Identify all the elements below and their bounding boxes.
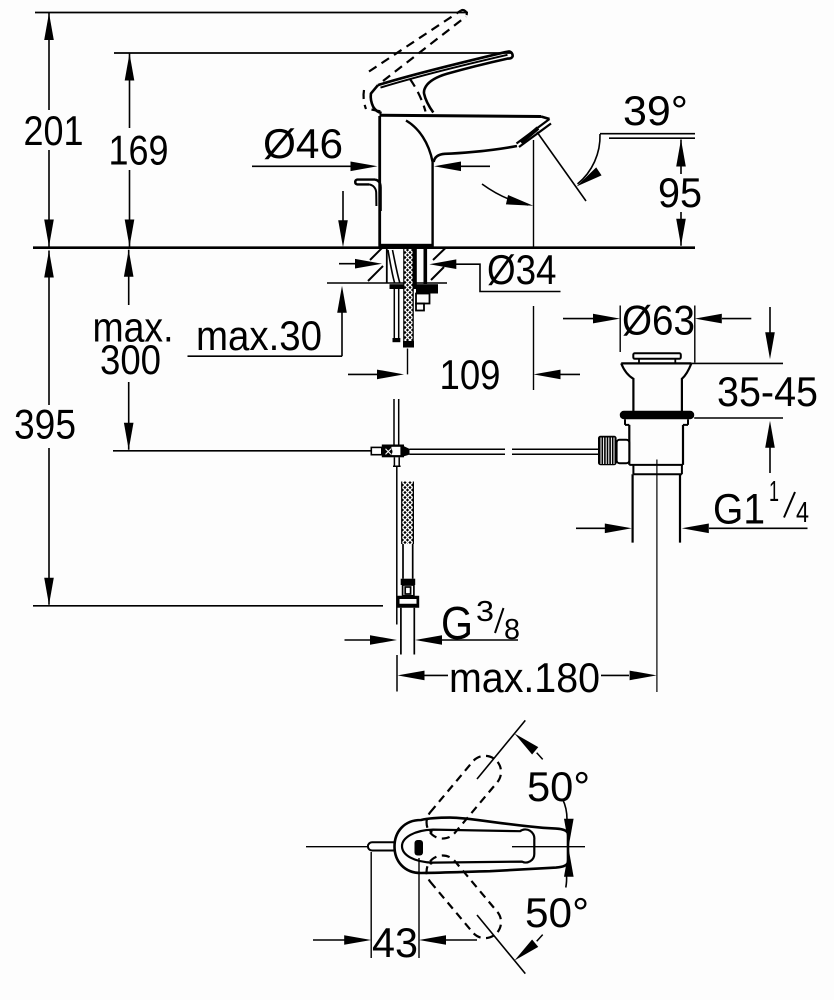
svg-text:G1: G1: [713, 486, 765, 534]
svg-text:G: G: [441, 597, 473, 649]
svg-text:35-45: 35-45: [717, 368, 818, 415]
svg-text:max.180: max.180: [449, 654, 600, 701]
svg-text:395: 395: [14, 401, 76, 448]
svg-text:169: 169: [109, 127, 169, 174]
svg-text:Ø34: Ø34: [487, 246, 557, 293]
svg-text:50°: 50°: [525, 889, 589, 936]
svg-text:39°: 39°: [623, 87, 688, 134]
svg-text:300: 300: [100, 336, 161, 383]
svg-text:109: 109: [440, 351, 501, 398]
svg-text:max.: max.: [93, 304, 174, 351]
svg-text:8: 8: [504, 614, 520, 646]
svg-text:95: 95: [658, 169, 702, 216]
svg-text:3: 3: [476, 596, 494, 628]
svg-text:Ø46: Ø46: [263, 120, 343, 167]
svg-text:max.30: max.30: [196, 312, 322, 359]
svg-text:201: 201: [24, 107, 84, 154]
svg-text:43: 43: [372, 919, 418, 966]
svg-text:1: 1: [769, 476, 779, 508]
svg-text:50°: 50°: [527, 763, 590, 810]
svg-text:4: 4: [796, 497, 809, 529]
svg-text:Ø63: Ø63: [622, 297, 695, 344]
